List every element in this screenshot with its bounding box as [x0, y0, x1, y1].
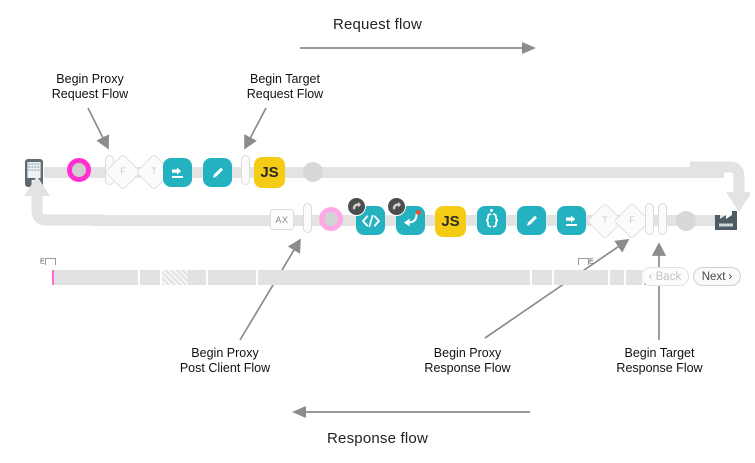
annotation-begin-target-response-flow: Begin Target Response Flow — [592, 346, 727, 376]
annotation-line-2: Response Flow — [616, 361, 703, 375]
minimap-marker-left-label: E — [40, 258, 45, 266]
policy-raise-fault-1[interactable] — [203, 158, 232, 187]
policy-javascript-1[interactable]: JS — [254, 157, 285, 188]
minimap-segment[interactable] — [54, 270, 140, 285]
error-dot-indicator — [416, 210, 421, 215]
arrow-right-in-box-icon — [566, 215, 577, 226]
minimap-segment[interactable] — [188, 270, 208, 285]
back-button[interactable]: ‹ Back — [641, 267, 689, 286]
minimap-marker-right-label: E — [589, 258, 594, 266]
back-label: Back — [655, 270, 682, 283]
fault-rule-icon-1[interactable] — [347, 197, 366, 216]
annotation-begin-proxy-request-flow: Begin Proxy Request Flow — [25, 72, 155, 102]
minimap-marker-left: E — [40, 258, 56, 265]
policy-edit-2[interactable] — [517, 206, 546, 235]
annotation-line-1: Begin Proxy — [433, 346, 502, 360]
annotation-begin-proxy-response-flow: Begin Proxy Response Flow — [400, 346, 535, 376]
policy-json-threat[interactable] — [477, 206, 506, 235]
policy-assign-message-1[interactable] — [163, 158, 192, 187]
arrow-right-in-box-icon — [172, 167, 183, 178]
minimap-segment-selected[interactable] — [162, 270, 188, 285]
annotation-line-1: Begin Target — [250, 72, 320, 86]
request-flow-label: Request flow — [332, 16, 423, 33]
back-chevron-icon: ‹ — [648, 270, 653, 283]
condition-label: F — [120, 166, 126, 176]
target-request-dot[interactable] — [303, 162, 323, 182]
flow-bar-3[interactable] — [303, 203, 312, 233]
annotation-line-2: Post Client Flow — [179, 361, 271, 375]
next-chevron-icon: › — [728, 270, 733, 283]
bracket-icon — [44, 258, 56, 265]
annotation-line-2: Request Flow — [246, 87, 324, 101]
code-tags-icon — [361, 214, 380, 227]
minimap-segment[interactable] — [554, 270, 610, 285]
annotation-line-2: Request Flow — [51, 87, 129, 101]
minimap-segment[interactable] — [532, 270, 554, 285]
next-label: Next — [701, 270, 726, 283]
bracket-icon — [578, 258, 589, 265]
response-flow-arrow — [292, 406, 530, 418]
policy-label: JS — [441, 213, 460, 230]
analytics-ax-box[interactable]: AX — [270, 209, 294, 230]
minimap-segment[interactable] — [258, 270, 532, 285]
insert-indicator — [490, 209, 493, 212]
annotation-begin-target-request-flow: Begin Target Request Flow — [220, 72, 350, 102]
minimap-segment[interactable] — [610, 270, 626, 285]
pencil-icon — [526, 215, 537, 226]
target-response-dot[interactable] — [676, 211, 696, 231]
analytics-label: AX — [275, 214, 289, 225]
condition-label: F — [629, 215, 635, 225]
return-arrow-icon — [404, 213, 418, 227]
post-client-flow-dot[interactable] — [319, 207, 343, 231]
response-flow-label: Response flow — [327, 430, 428, 447]
annotation-line-1: Begin Proxy — [56, 72, 124, 86]
request-flow-track — [44, 167, 724, 178]
minimap-segment[interactable] — [208, 270, 258, 285]
annotation-line-2: Response Flow — [424, 361, 511, 375]
next-button[interactable]: Next › — [693, 267, 741, 286]
policy-assign-message-2[interactable] — [557, 206, 586, 235]
minimap-scrollbar[interactable] — [52, 270, 660, 285]
request-to-response-turn-arrow — [690, 161, 750, 212]
policy-label: JS — [260, 164, 279, 181]
flow-bar-2[interactable] — [241, 155, 250, 185]
fault-rule-icon-2[interactable] — [387, 197, 406, 216]
policy-extract-variables[interactable] — [356, 206, 385, 235]
curly-braces-icon — [485, 213, 498, 228]
minimap-cursor-left — [52, 270, 54, 285]
proxy-request-start-dot[interactable] — [67, 158, 91, 182]
annotation-begin-proxy-post-client-flow: Begin Proxy Post Client Flow — [155, 346, 295, 376]
policy-javascript-2[interactable]: JS — [435, 206, 466, 237]
flow-bar-5[interactable] — [658, 203, 667, 235]
annotation-line-1: Begin Target — [624, 346, 695, 360]
minimap-segment[interactable] — [140, 270, 162, 285]
flow-bar-4[interactable] — [645, 203, 654, 235]
request-flow-arrow — [300, 42, 536, 54]
annotation-line-1: Begin Proxy — [191, 346, 259, 360]
response-to-client-turn-arrow — [24, 178, 104, 226]
minimap-marker-right: E — [578, 258, 594, 265]
pencil-icon — [212, 167, 223, 178]
backend-factory-icon — [713, 207, 740, 237]
